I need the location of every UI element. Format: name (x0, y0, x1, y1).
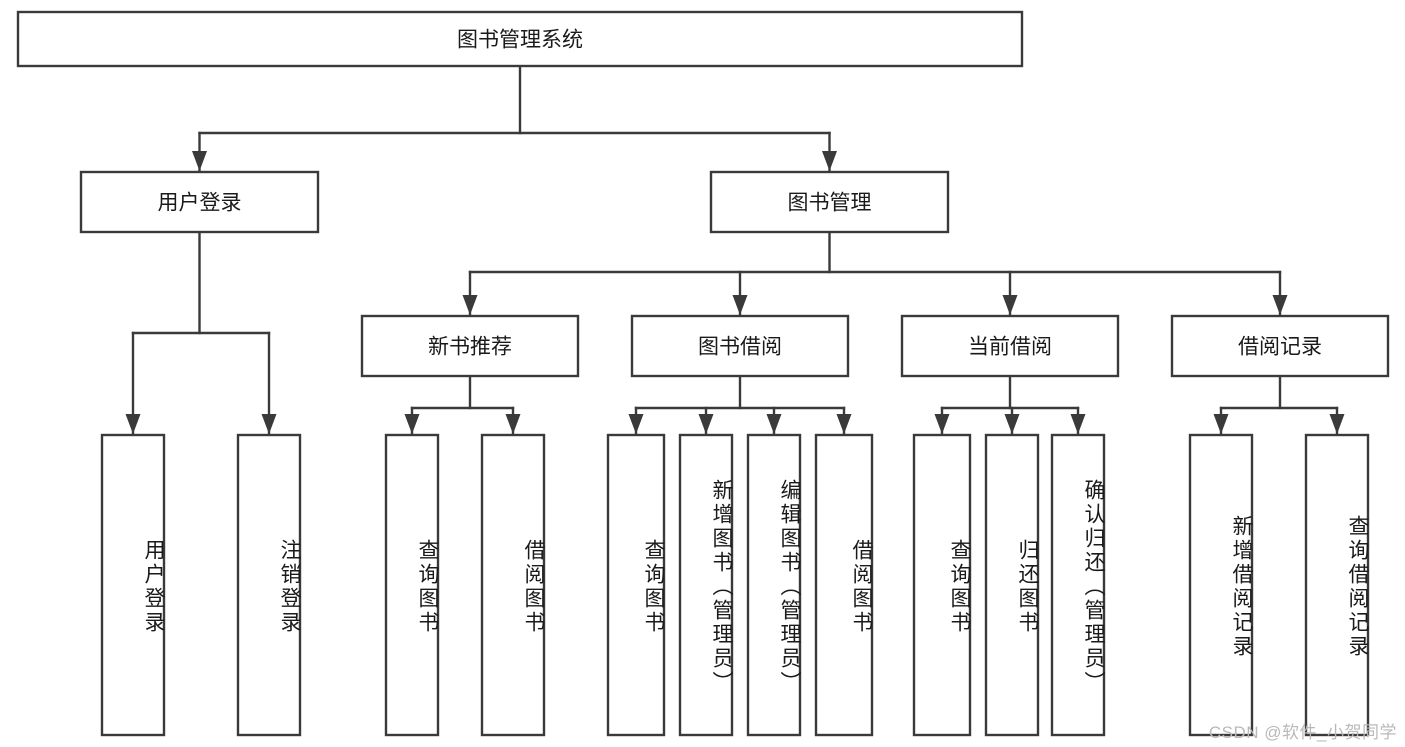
node-box-leaf-user-login[interactable] (100, 433, 166, 737)
node-box-leaf-borrow-book-rec[interactable] (480, 433, 546, 737)
node-label-book-manage: 图书管理 (788, 192, 872, 215)
arrow-head-leaf-borrow-book-rec (505, 414, 521, 434)
node-box-borrow-record[interactable] (1170, 314, 1390, 378)
node-box-leaf-query-book-rec[interactable] (384, 433, 440, 737)
arrow-head-leaf-add-book-admin (698, 414, 714, 434)
node-box-leaf-logout-login[interactable] (236, 433, 302, 737)
arrow-head-leaf-add-borrow-record (1213, 414, 1229, 434)
node-box-leaf-return-book[interactable] (984, 433, 1040, 737)
arrow-head-leaf-query-borrow-record (1329, 414, 1345, 434)
node-box-user-login[interactable] (79, 170, 320, 234)
arrow-head-book-manage (822, 151, 837, 171)
arrow-head-leaf-logout-login (261, 414, 277, 434)
node-boxes-layer (16, 10, 1390, 737)
arrow-head-user-login (192, 151, 207, 171)
arrow-head-leaf-confirm-return-admin (1070, 414, 1086, 434)
node-box-leaf-borrow-book[interactable] (814, 433, 874, 737)
node-box-leaf-query-book-cur[interactable] (912, 433, 972, 737)
node-box-current-borrow[interactable] (900, 314, 1120, 378)
arrow-head-leaf-borrow-book (836, 414, 852, 434)
arrow-head-leaf-edit-book-admin (766, 414, 782, 434)
arrow-head-book-borrow (732, 295, 748, 315)
node-label-user-login: 用户登录 (158, 192, 242, 215)
node-box-book-manage[interactable] (709, 170, 950, 234)
node-box-root[interactable] (16, 10, 1024, 68)
node-box-book-borrow[interactable] (630, 314, 850, 378)
arrow-head-leaf-return-book (1004, 414, 1020, 434)
node-label-borrow-record: 借阅记录 (1238, 336, 1322, 359)
node-label-current-borrow: 当前借阅 (968, 336, 1052, 359)
node-box-leaf-query-borrow-record[interactable] (1304, 433, 1370, 737)
node-box-leaf-confirm-return-admin[interactable] (1050, 433, 1106, 737)
node-box-leaf-add-book-admin[interactable] (678, 433, 734, 737)
arrow-head-new-book-rec (462, 295, 478, 315)
node-box-leaf-add-borrow-record[interactable] (1188, 433, 1254, 737)
node-label-book-borrow: 图书借阅 (698, 336, 782, 359)
node-box-leaf-edit-book-admin[interactable] (746, 433, 802, 737)
node-label-root: 图书管理系统 (457, 29, 583, 52)
connectors-layer (125, 64, 1345, 436)
arrow-head-current-borrow (1002, 295, 1018, 315)
arrow-head-leaf-query-book-rec (404, 414, 420, 434)
watermark-text: CSDN @软件_小贺同学 (1208, 723, 1397, 742)
arrow-head-leaf-query-book-borrow (628, 414, 644, 434)
node-box-new-book-rec[interactable] (360, 314, 580, 378)
arrow-head-leaf-user-login (125, 414, 141, 434)
arrow-head-leaf-query-book-cur (934, 414, 950, 434)
arrow-head-borrow-record (1272, 295, 1288, 315)
node-box-leaf-query-book-borrow[interactable] (606, 433, 666, 737)
node-label-new-book-rec: 新书推荐 (428, 336, 512, 359)
